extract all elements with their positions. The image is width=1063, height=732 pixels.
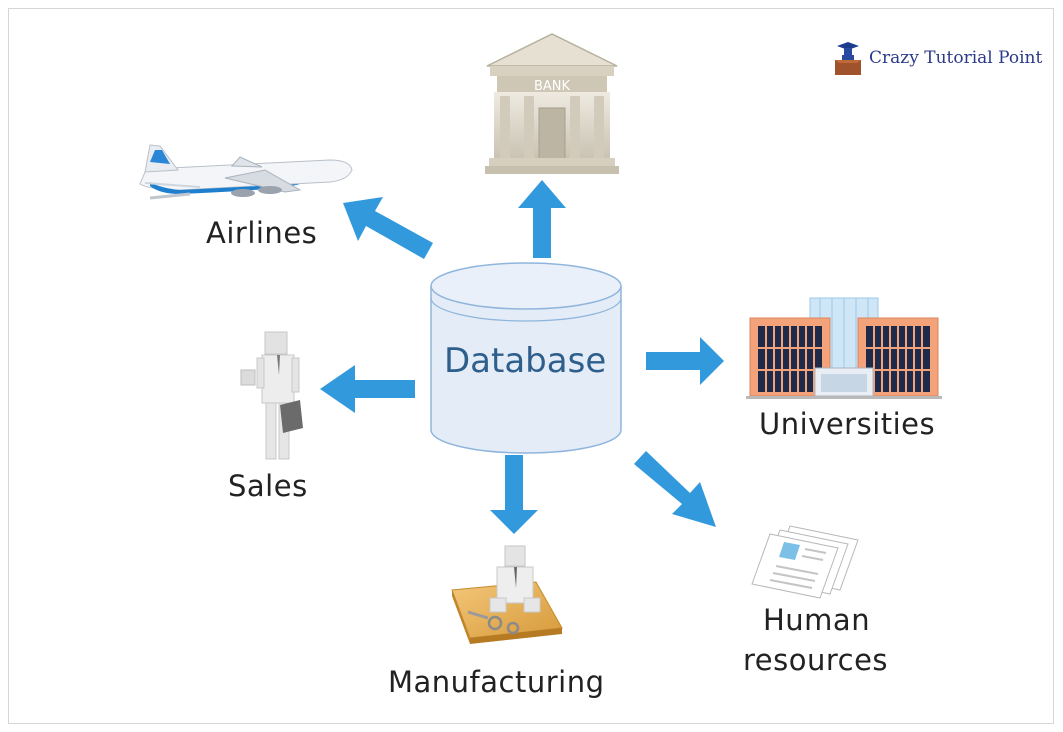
airplane-icon xyxy=(139,144,353,200)
worker-tools-icon xyxy=(451,545,563,644)
arrow-to-airlines xyxy=(343,197,433,259)
brand-name: Crazy Tutorial Point xyxy=(869,48,1043,68)
bank-sign-text: BANK xyxy=(534,79,571,94)
arrow-to-bank xyxy=(518,180,566,258)
businessman-icon xyxy=(240,331,303,460)
diagram-frame xyxy=(8,8,1054,724)
database-cylinder-icon xyxy=(430,262,622,454)
manufacturing-label: Manufacturing xyxy=(388,665,605,699)
database-label: Database xyxy=(444,341,607,381)
human-resources-label-line1: Human xyxy=(763,603,871,637)
bank-building-icon: BANK xyxy=(485,33,619,174)
universities-label: Universities xyxy=(759,407,936,441)
airlines-label: Airlines xyxy=(206,216,318,250)
teacher-desk-icon xyxy=(835,42,861,75)
sales-label: Sales xyxy=(228,469,308,503)
human-resources-label-line2: resources xyxy=(743,643,889,677)
arrow-to-manufacturing xyxy=(490,455,538,534)
documents-icon xyxy=(751,525,859,599)
arrow-to-sales xyxy=(320,365,415,413)
arrow-to-human-resources xyxy=(634,451,716,527)
brand-logo: Crazy Tutorial Point xyxy=(833,38,1042,78)
university-building-icon xyxy=(746,297,942,399)
arrow-to-universities xyxy=(646,337,724,385)
